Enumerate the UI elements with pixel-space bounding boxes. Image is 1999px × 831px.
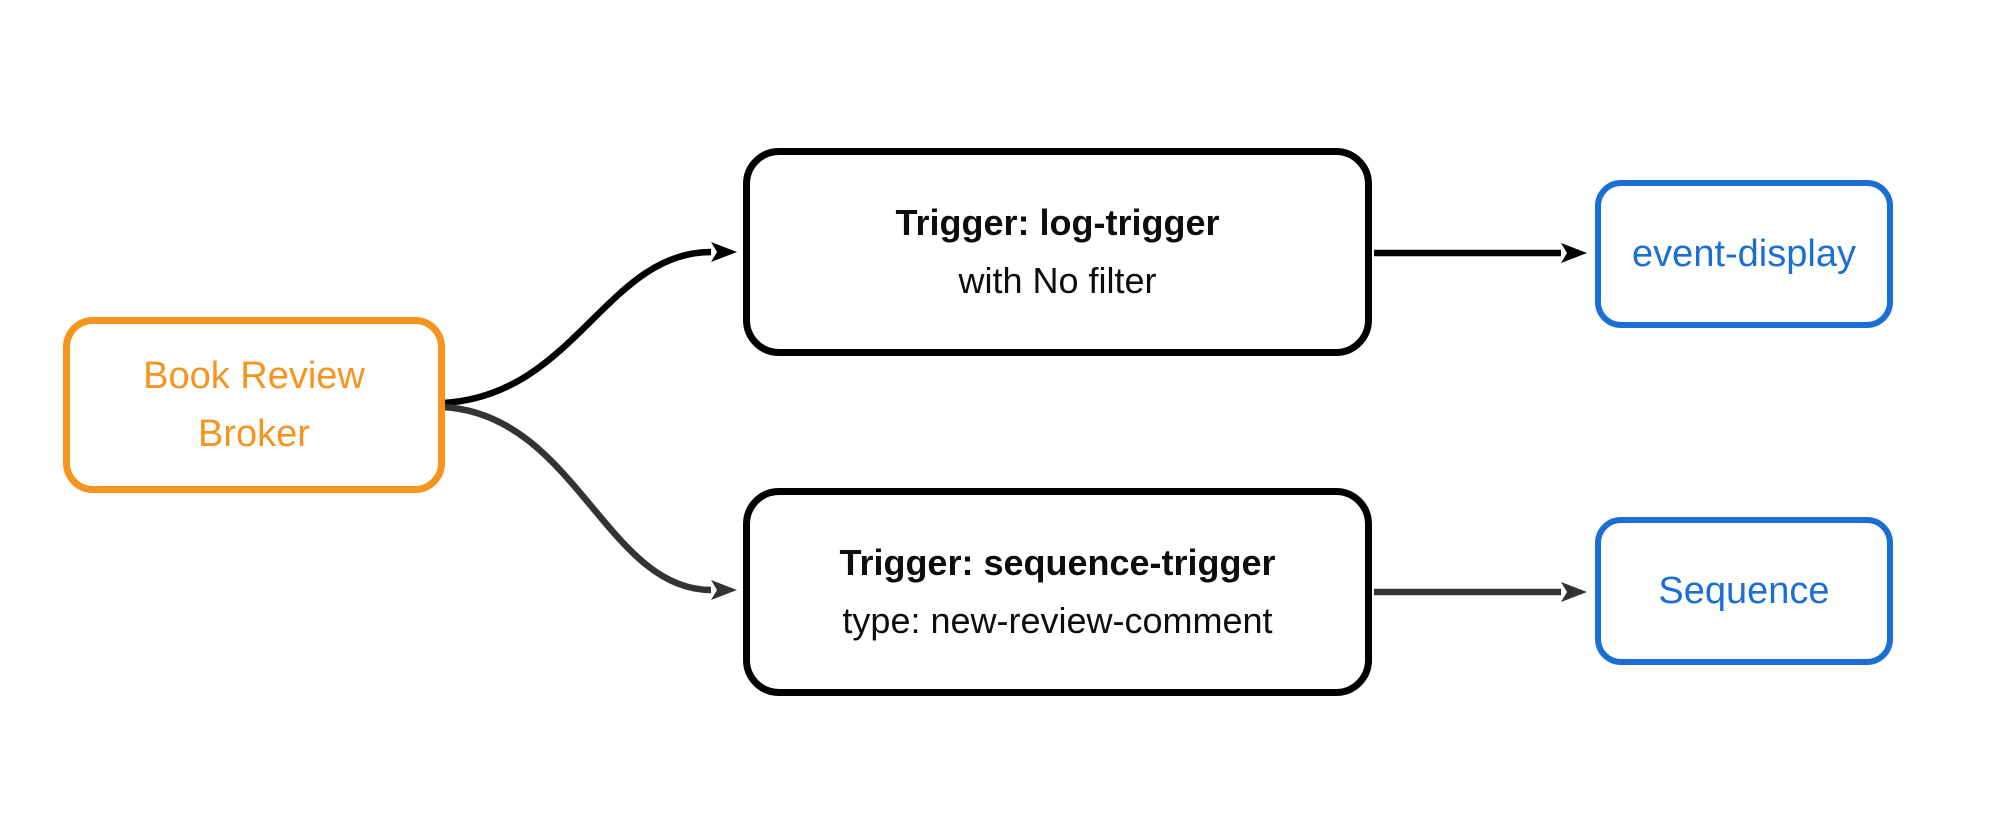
node-label: Book Review [143, 355, 365, 397]
node-label: Broker [198, 413, 310, 455]
edge-broker-to-log-trigger [442, 242, 737, 407]
node-event-display: event-display [1595, 180, 1893, 328]
node-label: event-display [1632, 233, 1856, 275]
edge-broker-to-sequence-trigger [442, 403, 737, 600]
node-subtitle: type: new-review-comment [842, 600, 1273, 641]
node-title: Trigger: sequence-trigger [839, 542, 1276, 583]
node-sequence-trigger: Trigger: sequence-trigger type: new-revi… [743, 488, 1372, 696]
node-sequence: Sequence [1595, 517, 1893, 665]
node-subtitle: with No filter [958, 260, 1157, 301]
node-label: Sequence [1658, 570, 1830, 612]
node-book-review-broker: Book Review Broker [63, 317, 445, 493]
node-title: Trigger: log-trigger [895, 202, 1220, 243]
node-log-trigger: Trigger: log-trigger with No filter [743, 148, 1372, 356]
